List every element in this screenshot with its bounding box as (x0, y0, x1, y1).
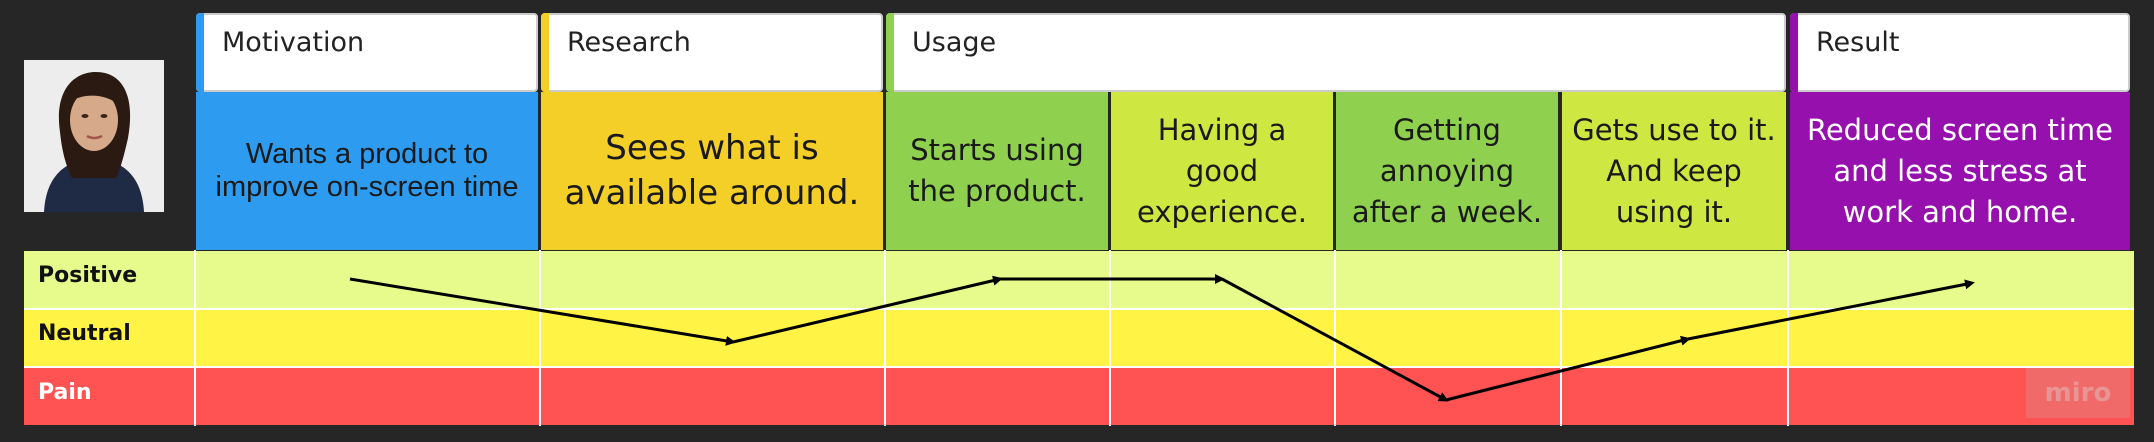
column-divider (1109, 250, 1111, 426)
column-divider (539, 250, 541, 426)
step-text: Starts using the product. (908, 133, 1086, 208)
step-text: Having a good experience. (1137, 112, 1307, 229)
step-text: Reduced screen time and less stress at w… (1806, 112, 2114, 229)
band-neutral: Neutral (24, 309, 2134, 366)
miro-watermark: miro (2026, 368, 2130, 418)
step-card-starts-using[interactable]: Starts using the product. (886, 92, 1108, 250)
persona-avatar (24, 60, 164, 212)
phase-accent (886, 13, 894, 92)
column-divider (1334, 250, 1336, 426)
step-card-motivation[interactable]: Wants a product to improve on-screen tim… (196, 92, 538, 250)
journey-segment (1221, 277, 1449, 402)
step-text: Wants a product to improve on-screen tim… (215, 138, 519, 203)
phase-motivation[interactable]: Motivation (196, 13, 538, 92)
step-card-gets-used[interactable]: Gets use to it. And keep using it. (1562, 92, 1786, 250)
phase-accent (196, 13, 204, 92)
phase-label: Research (567, 27, 691, 58)
phase-accent (1790, 13, 1798, 92)
band-label-pain: Pain (38, 380, 92, 405)
phase-result[interactable]: Result (1790, 13, 2130, 92)
journey-segment (349, 277, 736, 346)
band-label-neutral: Neutral (38, 321, 131, 346)
column-divider (1787, 250, 1789, 426)
step-card-getting-annoying[interactable]: Getting annoying after a week. (1336, 92, 1558, 250)
band-pain: Pain (24, 367, 2134, 425)
phase-label: Motivation (222, 27, 365, 58)
step-text: Sees what is available around. (564, 128, 860, 213)
step-card-research[interactable]: Sees what is available around. (541, 92, 883, 250)
band-divider (24, 308, 2134, 310)
step-text: Getting annoying after a week. (1351, 112, 1543, 229)
phase-usage[interactable]: Usage (886, 13, 1786, 92)
phase-accent (541, 13, 549, 92)
band-label-positive: Positive (38, 263, 138, 288)
journey-segment (1445, 335, 1691, 402)
column-divider (1560, 250, 1562, 426)
phase-label: Result (1816, 27, 1900, 58)
journey-segment (732, 275, 1003, 344)
column-divider (884, 250, 886, 426)
step-card-good-experience[interactable]: Having a good experience. (1111, 92, 1333, 250)
step-text: Gets use to it. And keep using it. (1572, 112, 1776, 229)
phase-research[interactable]: Research (541, 13, 883, 92)
persona-portrait (24, 60, 164, 212)
journey-segment (1687, 279, 1975, 341)
column-divider (194, 250, 196, 426)
band-divider (24, 366, 2134, 368)
step-card-result[interactable]: Reduced screen time and less stress at w… (1790, 92, 2130, 250)
phase-label: Usage (912, 27, 997, 58)
